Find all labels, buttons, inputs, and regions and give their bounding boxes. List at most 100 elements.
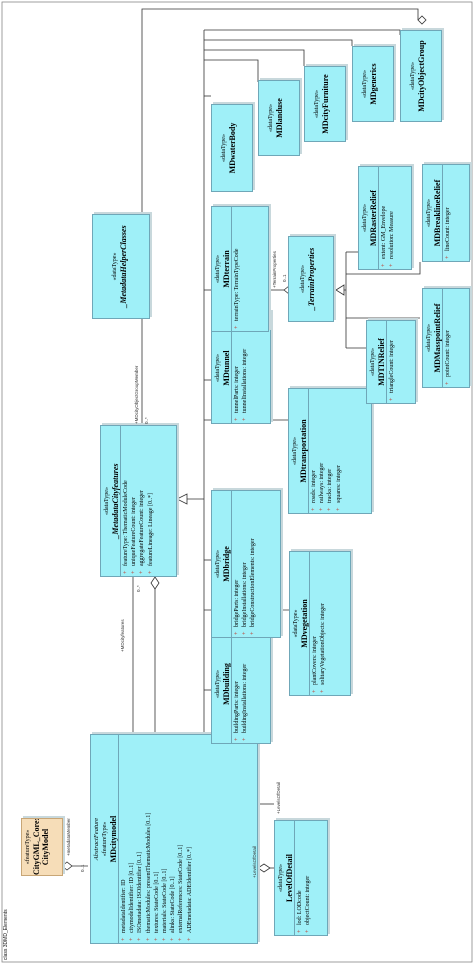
class-name: MDgenerics: [369, 63, 378, 105]
class-levelofdetail[interactable]: «dataType» LevelOfDetail +lod: LODcode +…: [274, 820, 328, 936]
attribute-row: +featureType: ThematicModuleCode: [123, 480, 129, 574]
attribute-list: +extent: GM_Envelope +resolution: Measur…: [378, 167, 398, 269]
attribute-row: +tracks: integer: [327, 468, 334, 511]
branch-cityfurniture: [204, 49, 305, 66]
terrain-generalization-arrowhead: [335, 284, 345, 296]
attribute-row: +resolution: Measure: [389, 211, 396, 267]
stereotype: «dataType»: [268, 104, 274, 132]
attribute-list: +pointCount: integer: [442, 289, 454, 387]
attribute-row: +materials: StateCode [0..1]: [162, 868, 169, 941]
attribute-row: +lineCount: integer: [445, 207, 451, 260]
stereotype: «dataType»: [362, 70, 368, 98]
class-mdcityobjectgroup[interactable]: «dataType» MDcityObjectGroup: [400, 30, 442, 122]
stereotype: «dataType»: [293, 609, 299, 638]
attribute-row: +alinks: StateCode [0..1]: [170, 876, 177, 941]
class-mdlanduse[interactable]: «dataType» MDlanduse: [258, 80, 300, 156]
stereotype: «dataType»: [221, 134, 227, 162]
attribute-list: +triangleCount: integer: [386, 321, 398, 403]
attribute-row: +bridgeParts: integer: [234, 579, 240, 635]
stereotype: «dataType»: [215, 670, 221, 698]
attribute-row: +buildingParts: integer: [234, 681, 240, 741]
class-mdcityfurniture[interactable]: «dataType» MDcityFurniture: [304, 66, 346, 142]
attribute-row: +externalReferences: StateCode [0..1]: [178, 844, 185, 941]
role-label-terrain-properties: +TerrainProperties: [272, 251, 277, 288]
branch-landuse: [204, 59, 259, 82]
class-mdbreaklinerelief[interactable]: «dataType» MDBreaklineRelief +lineCount:…: [422, 164, 470, 262]
class-mdtransportation[interactable]: «dataType» MDtransportation +roads: inte…: [288, 388, 372, 514]
class-name: LevelOfDetail: [285, 854, 294, 902]
stereotype: «featureType»: [102, 821, 108, 857]
class-mdmasspointrelief[interactable]: «dataType» MDMasspointRelief +pointCount…: [422, 288, 470, 388]
class-name: MDwaterBody: [228, 122, 237, 174]
attribute-row: +thematicModules: presentThematicModules…: [145, 812, 152, 941]
generalization-arrowhead: [176, 493, 188, 505]
attribute-list: +buildingParts: integer +buildingInstall…: [231, 625, 251, 743]
attribute-row: +terrainType: TerrainTypeCode: [234, 248, 240, 329]
stereotype: «dataType»: [362, 204, 368, 232]
stereotype: «dataType»: [112, 252, 118, 281]
attribute-row: +plantCovers: integer: [312, 636, 318, 693]
class-name: MDcityObjectGroup: [417, 40, 426, 112]
class-name-line2: CityModel: [41, 828, 50, 866]
class-name: MDvegetation: [300, 599, 309, 648]
attribute-row: +roads: integer: [311, 470, 317, 511]
class-name: MDTINRelief: [377, 338, 386, 386]
attribute-row: +bridgeInstallations: integer: [242, 562, 249, 635]
class-mdgenerics[interactable]: «dataType» MDgenerics: [352, 46, 394, 122]
attribute-row: +solitaryVegetationObjects: integer: [320, 603, 327, 693]
class-name: MDMasspointRelief: [433, 303, 442, 373]
attribute-row: +bridgeConstructionElements: integer: [250, 538, 257, 635]
attribute-row: +citymodelIdentifier: ID [0..1]: [129, 862, 136, 941]
class-name: MDcityFurniture: [321, 74, 330, 134]
abstract-feature-label: AbstractFeature: [93, 817, 100, 861]
attribute-row: +squares: integer: [335, 465, 342, 511]
attribute-row: +railways: integer: [319, 462, 326, 511]
attribute-row: +pointCount: integer: [445, 330, 451, 385]
branch-generics: [204, 39, 353, 46]
attribute-row: +featureLineage: Lineage [0..*]: [147, 493, 154, 574]
class-mdbridge[interactable]: «dataType» MDbridge +bridgeParts: intege…: [211, 490, 281, 638]
class-name: MDlanduse: [275, 98, 284, 138]
class-name: _MetadataCityfeatures: [111, 463, 120, 539]
attribute-list: +terrainType: TerrainTypeCode: [231, 207, 243, 331]
class-name: _MetadataHelperClasses: [119, 225, 128, 308]
multiplicity-mdcityfeatures: 0..*: [136, 585, 141, 592]
class-metadatahelperclasses[interactable]: «dataType» _MetadataHelperClasses: [92, 214, 150, 319]
role-label-levels-of-detail: +LevelsOfDetail: [252, 846, 257, 878]
role-label-mdcityfeatures: +MDcityfeatures: [120, 619, 125, 652]
attribute-row: +aggregateFeatureCount: integer: [139, 490, 146, 574]
stereotype: «dataType»: [300, 265, 306, 293]
stereotype: «dataType»: [314, 90, 320, 118]
attribute-row: +ISOmetadata: ISOIdentifier [0..1]: [137, 852, 144, 941]
attribute-list: +metadataIdentifier: ID +citymodelIdenti…: [118, 735, 195, 943]
aggregation-diamond-lod: [257, 863, 271, 873]
attribute-row: +lod: LODcode: [297, 890, 303, 934]
class-citymodel-core[interactable]: «featureType» CityGML_Core:: CityModel: [21, 818, 63, 876]
aggregation-diamond-citymodel: [61, 861, 73, 871]
attribute-row: +buildingInstallations: integer: [242, 663, 249, 741]
class-name: MDtransportation: [299, 419, 308, 483]
stereotype: «dataType»: [370, 348, 376, 376]
attribute-list: +roads: integer +railways: integer +trac…: [308, 389, 344, 513]
class-metadatacityfeatures[interactable]: «dataType» _MetadataCityfeatures +featur…: [100, 425, 177, 577]
attribute-row: +objectCount: integer: [305, 875, 312, 933]
attribute-list: +lineCount: integer: [442, 165, 454, 261]
attribute-list: +bridgeParts: integer +bridgeInstallatio…: [231, 491, 259, 637]
class-mdrasterrelief[interactable]: «dataType» MDRasterRelief +extent: GM_En…: [358, 166, 412, 270]
class-terrainproperties[interactable]: «dataType» _TerrainProperties: [288, 236, 334, 322]
role-label-metadata-member: +metadataMember: [66, 818, 71, 856]
class-mdterrain[interactable]: «dataType» MDterrain +terrainType: Terra…: [211, 206, 269, 332]
aggregation-diamond-mdcityfeatures-2: [150, 576, 160, 590]
class-mdtinrelief[interactable]: «dataType» MDTINRelief +triangleCount: i…: [366, 320, 416, 404]
class-mdwaterbody[interactable]: «dataType» MDwaterBody: [211, 104, 253, 192]
class-mdbuilding[interactable]: «dataType» MDbuilding +buildingParts: in…: [211, 624, 271, 744]
class-mdcitymodel[interactable]: AbstractFeature «featureType» MDcitymode…: [90, 734, 258, 944]
class-mdvegetation[interactable]: «dataType» MDvegetation +plantCovers: in…: [289, 551, 351, 696]
frame-title: class 3DMD_Elements: [3, 909, 9, 960]
class-name: _TerrainProperties: [307, 247, 316, 311]
class-name: MDcitymodel: [109, 815, 118, 863]
class-name: MDbuilding: [222, 663, 231, 705]
